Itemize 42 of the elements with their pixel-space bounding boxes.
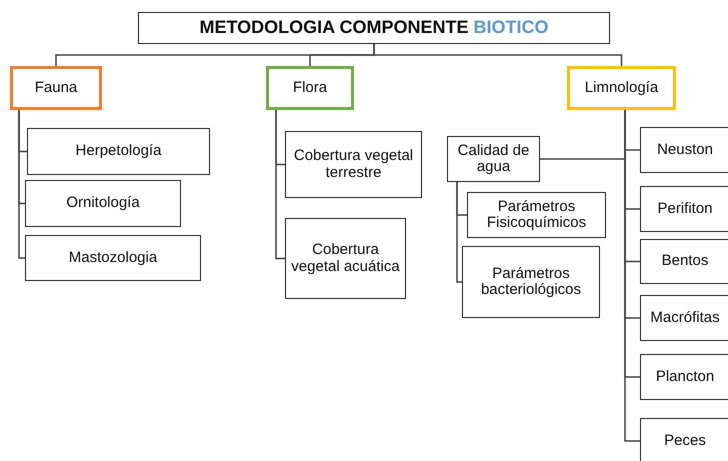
category-box <box>27 128 210 175</box>
category-box <box>567 66 676 110</box>
category-box <box>447 136 540 182</box>
node-label: Flora <box>292 80 328 96</box>
node-label: Ornitología <box>66 195 140 212</box>
connector-line <box>624 110 640 442</box>
category-box <box>285 218 406 299</box>
category-box <box>467 192 606 238</box>
node-label: Peces <box>664 432 706 450</box>
category-box <box>640 418 728 461</box>
category-box <box>640 354 728 400</box>
node-label: Calidad de agua <box>456 142 530 176</box>
title-text: METODOLOGIA COMPONENTE <box>199 18 468 38</box>
node-label: Perifiton <box>657 200 713 218</box>
node-label: Herpetología <box>76 143 162 160</box>
node-label: Parámetros Fisicoquímicos <box>486 198 588 232</box>
category-box <box>25 235 201 281</box>
node-label: Mastozologia <box>68 250 158 266</box>
title-text: BIOTICO <box>474 18 548 38</box>
connector-line <box>275 110 285 260</box>
node-label: Plancton <box>656 368 714 386</box>
node-label: Fauna <box>34 80 78 96</box>
node-label: Cobertura vegetal acuática <box>290 242 401 275</box>
category-box <box>285 131 422 198</box>
connector-line <box>456 182 462 283</box>
category-box <box>640 295 728 341</box>
connector-line <box>373 44 622 66</box>
node-label: Limnología <box>584 80 658 96</box>
category-box <box>10 66 102 110</box>
connector-line <box>18 110 25 259</box>
category-box <box>640 186 728 232</box>
node-label: Neuston <box>657 142 713 158</box>
node-label: Parámetros bacteriológicos <box>480 266 582 298</box>
node-label: Macrófitas <box>650 310 720 326</box>
category-box <box>25 180 181 227</box>
title-box <box>138 12 610 44</box>
node-label: Cobertura vegetal terrestre <box>292 148 414 181</box>
category-box <box>462 246 600 318</box>
category-box <box>640 127 728 173</box>
category-box <box>266 66 354 110</box>
category-box <box>640 239 728 284</box>
node-label: Bentos <box>662 253 708 270</box>
